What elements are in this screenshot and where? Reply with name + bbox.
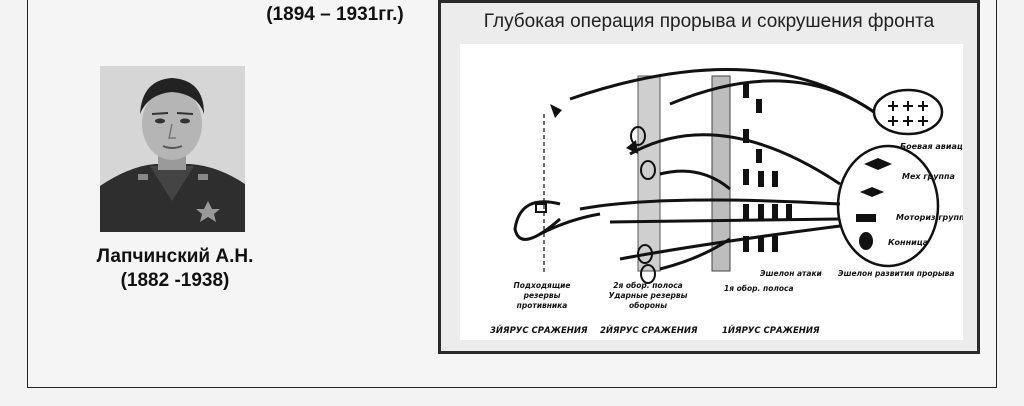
label-second-line-3: обороны	[629, 301, 667, 310]
tier-second: 2ЙЯРУС СРАЖЕНИЯ	[600, 324, 698, 336]
diagram-title: Глубокая операция прорыва и сокрушения ф…	[483, 11, 935, 32]
diagram-canvas: Боевая авиация Мех группа Моториз группа…	[460, 44, 974, 340]
operation-arrows	[513, 68, 875, 271]
label-second-line-1: 2я обор. полоса	[613, 281, 683, 290]
diagram-panel: Глубокая операция прорыва и сокрушения ф…	[438, 0, 980, 354]
label-development-echelon: Эшелон развития прорыва	[838, 269, 954, 278]
tier-first: 1ЙЯРУС СРАЖЕНИЯ	[722, 324, 820, 336]
label-reserves-1: Подходящие	[514, 281, 571, 290]
label-attack-echelon: Эшелон атаки	[760, 269, 823, 278]
aviation-planes	[888, 101, 928, 126]
label-cavalry: Конница	[888, 238, 928, 247]
reserve-markers	[535, 126, 656, 284]
label-aviation: Боевая авиация	[900, 142, 963, 151]
person-caption: Лапчинский А.Н. (1882 -1938)	[70, 245, 280, 293]
top-dates: (1894 – 1931гг.)	[266, 4, 404, 25]
label-first-line: 1я обор. полоса	[724, 284, 794, 293]
first-defense-line	[711, 75, 731, 272]
label-mech-group: Мех группа	[902, 172, 955, 181]
deep-operation-diagram: Боевая авиация Мех группа Моториз группа…	[490, 68, 974, 336]
attack-echelon-blocks	[743, 84, 792, 252]
aviation-oval	[872, 88, 944, 136]
person-name: Лапчинский А.Н.	[96, 246, 254, 267]
person-years: (1882 -1938)	[120, 270, 230, 291]
label-reserves-2: резервы	[523, 291, 561, 300]
development-echelon-oval	[836, 144, 940, 268]
label-motor-group: Моториз группа	[896, 213, 963, 222]
portrait-photo	[100, 66, 245, 232]
label-reserves-3: противника	[517, 301, 568, 310]
tier-third: 3ЙЯРУС СРАЖЕНИЯ	[490, 324, 588, 336]
label-second-line-2: Ударные резервы	[609, 291, 688, 300]
